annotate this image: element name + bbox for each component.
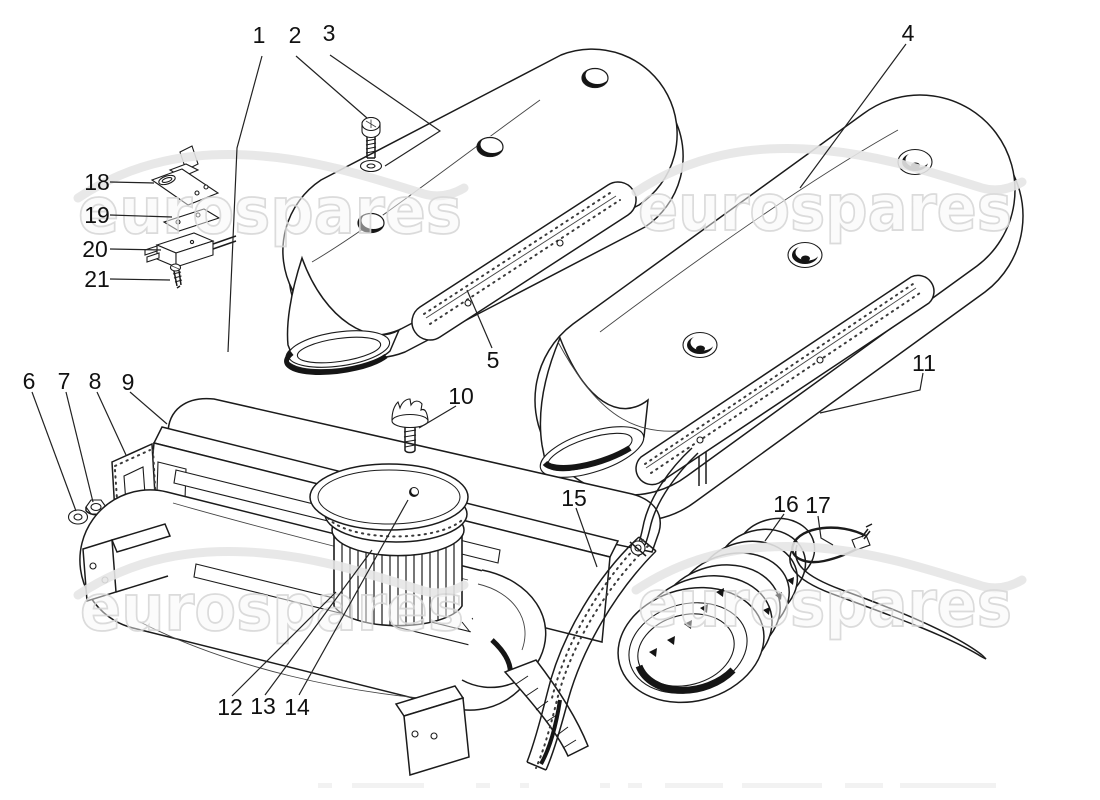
wing-bolt-10	[391, 398, 429, 454]
leader-8	[96, 391, 127, 456]
watermark-text: eurospares	[638, 172, 1012, 246]
leader-13	[264, 549, 373, 696]
leader-18	[109, 181, 155, 184]
callout-13: 13	[250, 693, 276, 719]
leader-9	[129, 391, 168, 425]
callout-numbers: 1 2 3 4 5 6 7 8 9 10 11 12 13 14 15 16 1…	[23, 20, 936, 720]
vent-pipe-fitting	[629, 447, 699, 557]
leader-12	[231, 591, 337, 697]
washer-3	[359, 159, 383, 173]
callout-6: 6	[23, 368, 36, 394]
flexible-duct-16	[617, 517, 816, 704]
leader-15	[575, 507, 598, 568]
callout-10: 10	[448, 383, 474, 409]
callout-9: 9	[122, 369, 135, 395]
drain-hose-15	[526, 536, 657, 771]
callout-17: 17	[805, 492, 831, 518]
washer-6	[67, 509, 89, 525]
callout-16: 16	[773, 491, 799, 517]
leader-11	[819, 372, 924, 414]
watermarks: eurospares eurospares eurospares eurospa…	[73, 144, 1027, 647]
watermark-swoosh	[631, 144, 1027, 197]
callout-14: 14	[284, 694, 310, 720]
callout-5: 5	[487, 347, 500, 373]
callout-20: 20	[82, 236, 108, 262]
leader-7	[65, 391, 94, 503]
airbox-gasket-5	[411, 181, 637, 341]
cable-tie-17	[789, 523, 987, 660]
right-airbox-cover	[534, 94, 1024, 522]
micro-switch-20	[144, 232, 237, 268]
callout-12: 12	[217, 694, 243, 720]
housing-bracket-right	[394, 685, 470, 776]
left-airbox-cover	[282, 48, 684, 376]
callout-1: 1	[253, 22, 266, 48]
callout-2: 2	[289, 22, 302, 48]
watermark-swoosh	[73, 547, 469, 600]
leader-21	[109, 278, 171, 281]
filter-element-13	[309, 463, 469, 627]
leader-20	[109, 248, 162, 251]
watermark-text: eurospares	[78, 175, 462, 249]
leader-4	[799, 43, 907, 189]
leader-17	[817, 515, 834, 546]
leader-14	[298, 499, 409, 696]
air-cleaner-assembly	[79, 397, 661, 776]
screw-21	[169, 263, 183, 289]
leader-3	[329, 54, 442, 167]
callout-15: 15	[561, 485, 587, 511]
callout-11: 11	[912, 350, 936, 376]
callout-8: 8	[89, 368, 102, 394]
callout-19: 19	[84, 202, 110, 228]
leader-lines	[31, 43, 924, 697]
watermark-swoosh	[73, 150, 469, 203]
screw-2	[361, 116, 381, 159]
airbox-gasket-11	[635, 274, 935, 486]
leader-6	[31, 391, 77, 512]
leader-16	[764, 513, 785, 542]
spacer-plate-19	[162, 208, 221, 232]
callout-18: 18	[84, 169, 110, 195]
leader-2	[295, 55, 368, 119]
watermark-text: eurospares	[80, 572, 464, 646]
leader-1	[227, 55, 263, 353]
footer-smudges	[318, 783, 996, 788]
leader-19	[109, 214, 173, 218]
housing-outlet	[461, 569, 589, 758]
watermark-text: eurospares	[638, 568, 1012, 642]
filter-top-cover	[309, 463, 469, 531]
callout-7: 7	[58, 368, 71, 394]
watermark-swoosh	[631, 542, 1027, 595]
callout-3: 3	[323, 20, 336, 46]
callout-21: 21	[84, 266, 110, 292]
leader-10	[418, 405, 457, 429]
cover-holes	[357, 67, 610, 234]
callout-4: 4	[902, 20, 915, 46]
leader-5	[466, 289, 493, 349]
